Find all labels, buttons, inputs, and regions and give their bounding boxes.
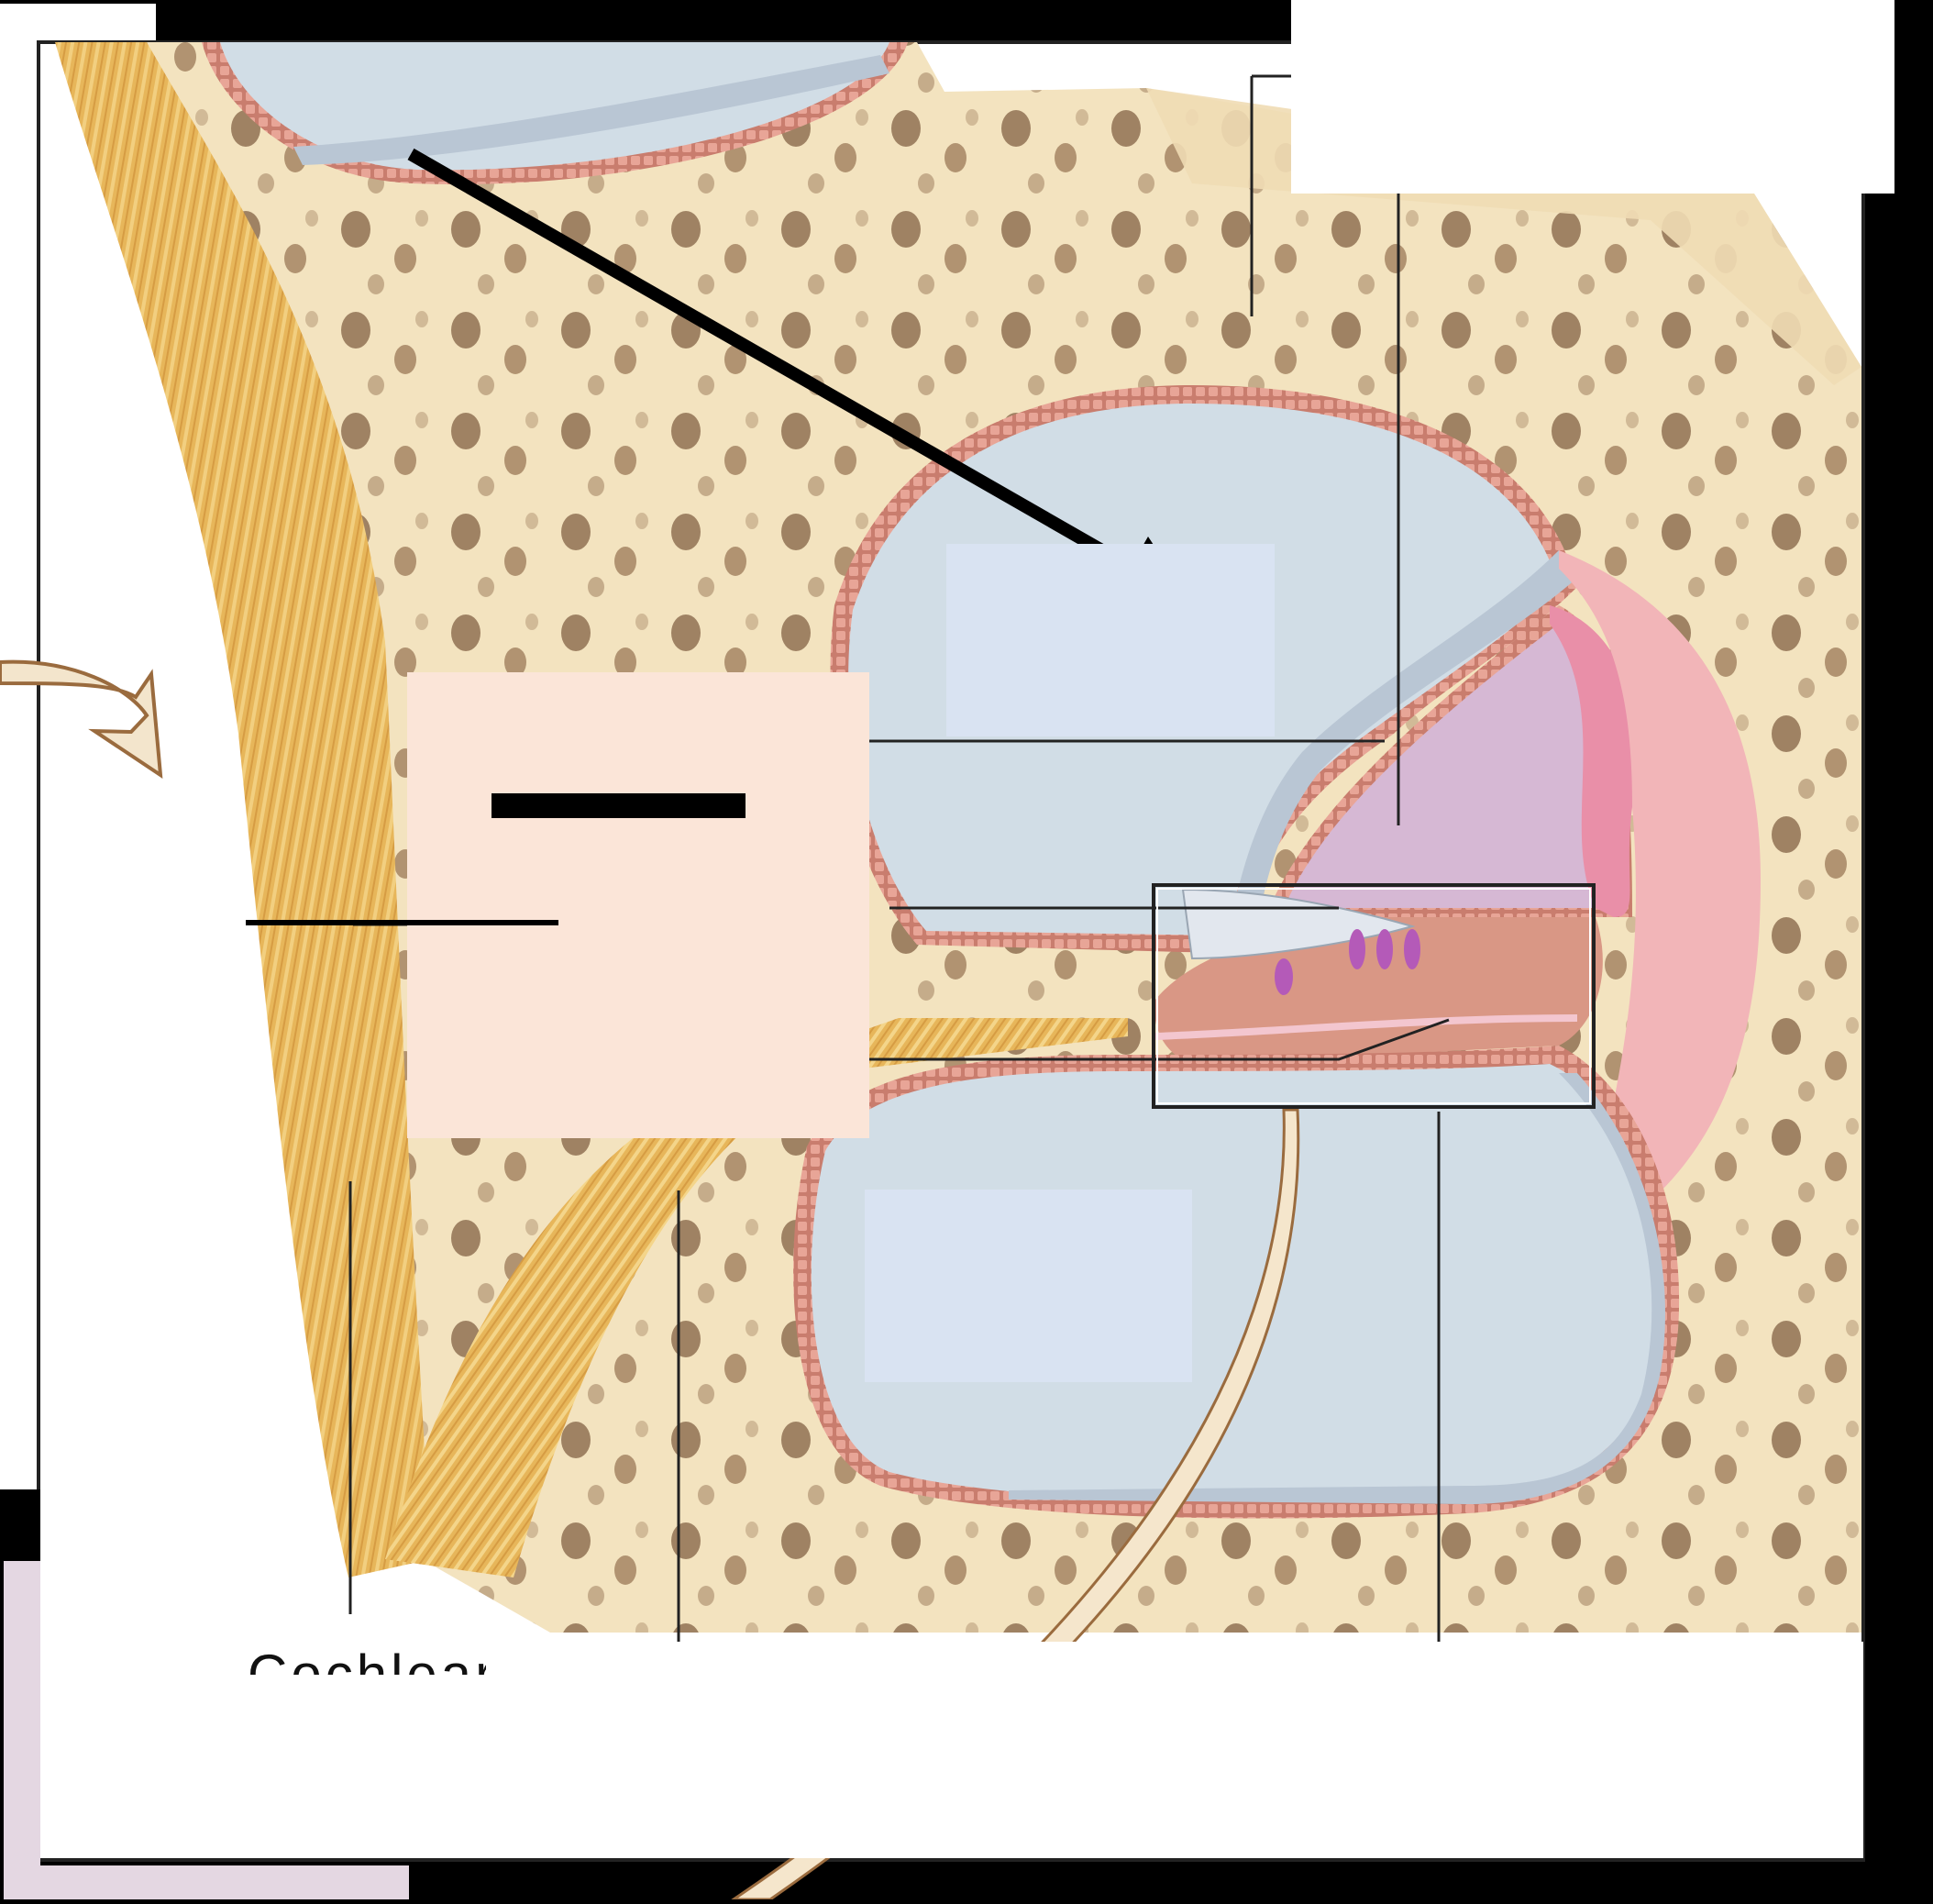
corner-lilac-strip-bottom bbox=[4, 1865, 409, 1899]
cochlear-nerve-label: Cochlear bbox=[248, 1644, 486, 1675]
scala-tympani-label-box bbox=[865, 1190, 1192, 1382]
redaction-bar bbox=[492, 793, 746, 818]
black-gap-left bbox=[0, 1489, 40, 1561]
corner-lilac-strip-left bbox=[4, 1561, 40, 1899]
leader-line-left bbox=[246, 920, 558, 925]
top-right-label-box bbox=[1291, 0, 1894, 194]
scala-vestibuli-label-box bbox=[946, 544, 1275, 736]
left-center-label-box bbox=[407, 672, 869, 1138]
